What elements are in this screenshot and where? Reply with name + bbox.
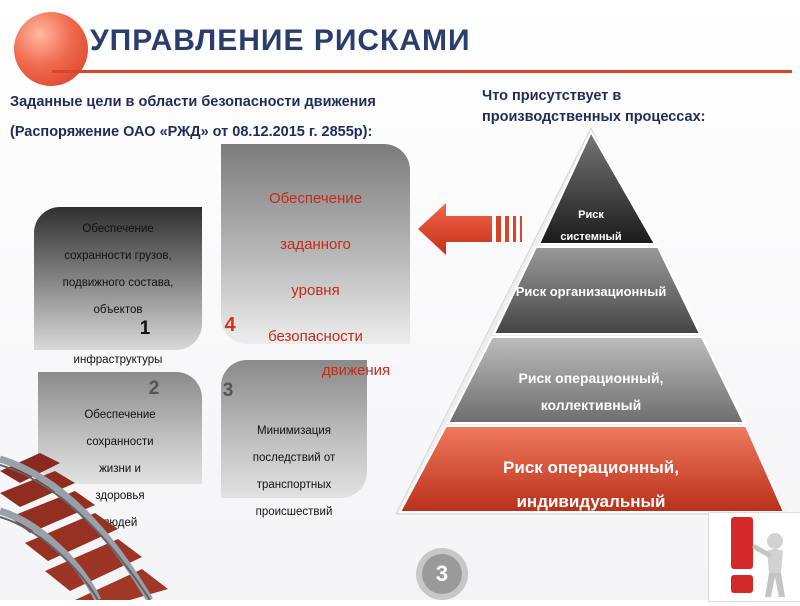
goal-box-3-line: последствий от (252, 452, 336, 464)
title-circle-decoration (14, 12, 88, 86)
goal-box-1-line: подвижного состава, (62, 277, 174, 289)
goal-box-1-line: объектов (93, 304, 143, 316)
rails-image (0, 453, 200, 602)
pyramid-label-4-line-1: Риск операционный, (503, 458, 679, 477)
goal-number-1: 1 (139, 318, 151, 339)
pyramid-label-4: Риск операционный, индивидуальный (396, 451, 786, 519)
pyramid-label-3-line-2: коллективный (540, 397, 642, 413)
goal-box-2-text: Обеспечение сохранности жизни и здоровья… (38, 402, 202, 537)
subtitle-line-1: Заданные цели в области безопасности дви… (10, 94, 376, 110)
goal-box-1-text: Обеспечение сохранности грузов, подвижно… (34, 216, 202, 324)
goal-box-1-line: Обеспечение (82, 223, 154, 235)
goal-number-2: 2 (148, 378, 160, 399)
page-title: УПРАВЛЕНИЕ РИСКАМИ (90, 24, 471, 57)
goal-box-1-line: сохранности грузов, (64, 250, 172, 262)
person-exclamation-icon (708, 512, 800, 602)
pyramid-label-1-line-1: Риск (578, 209, 604, 221)
goal-box-4-line: уровня (291, 282, 340, 299)
pyramid-level-2 (492, 246, 702, 335)
goal-box-3-line: Минимизация (256, 425, 331, 437)
goal-box-4-line-overflow: движения (321, 362, 391, 379)
goal-box-2-line: сохранности (86, 436, 154, 448)
subtitle: Заданные цели в области безопасности дви… (10, 87, 376, 147)
goal-number-4: 4 (224, 314, 236, 336)
pyramid-level-1 (537, 129, 657, 245)
goal-box-1: Обеспечение сохранности грузов, подвижно… (34, 207, 202, 350)
goal-box-2 (38, 372, 202, 484)
page-number: 3 (435, 561, 449, 586)
arrow-left-icon (416, 201, 526, 257)
risk-pyramid: Риск системный Риск организационный Риск… (395, 126, 787, 519)
page-number-badge: 3 (412, 542, 472, 600)
pyramid-label-3: Риск операционный, коллективный (396, 365, 786, 419)
goal-box-1-line-overflow: инфраструктуры (73, 354, 163, 366)
pyramid-heading-line-1: Что присутствует в (482, 88, 622, 104)
goal-box-4: Обеспечение заданного уровня безопасност… (221, 144, 410, 345)
goal-box-4-line: Обеспечение (268, 190, 363, 207)
title-underline (52, 70, 792, 73)
goal-number-3: 3 (222, 380, 234, 401)
goal-box-3-text: Минимизация последствий от транспортных … (221, 418, 367, 526)
goal-box-3 (221, 360, 367, 498)
pyramid-label-2: Риск организационный (515, 284, 667, 299)
goal-box-3-line: происшествий (255, 506, 333, 518)
goal-box-3-line: транспортных (256, 479, 332, 491)
goal-box-2-line: жизни и (99, 463, 141, 475)
pyramid-heading-line-2: производственных процессах: (482, 109, 706, 125)
goal-box-2-line: здоровья (95, 490, 145, 502)
goal-box-4-line: заданного (280, 236, 351, 253)
pyramid-heading: Что присутствует в производственных проц… (482, 86, 705, 128)
goal-box-4-text: Обеспечение заданного уровня безопасност… (221, 176, 410, 360)
subtitle-line-2: (Распоряжение ОАО «РЖД» от 08.12.2015 г.… (10, 124, 373, 140)
pyramid-level-3 (446, 336, 746, 424)
pyramid-label-1-line-2: системный (560, 231, 622, 243)
goal-box-2-line: Обеспечение (84, 409, 156, 421)
pyramid-label-1: Риск системный (396, 204, 786, 248)
goal-box-4-line: безопасности (268, 328, 363, 345)
pyramid-label-3-line-1: Риск операционный, (518, 370, 664, 386)
pyramid-label-4-line-2: индивидуальный (516, 492, 666, 511)
